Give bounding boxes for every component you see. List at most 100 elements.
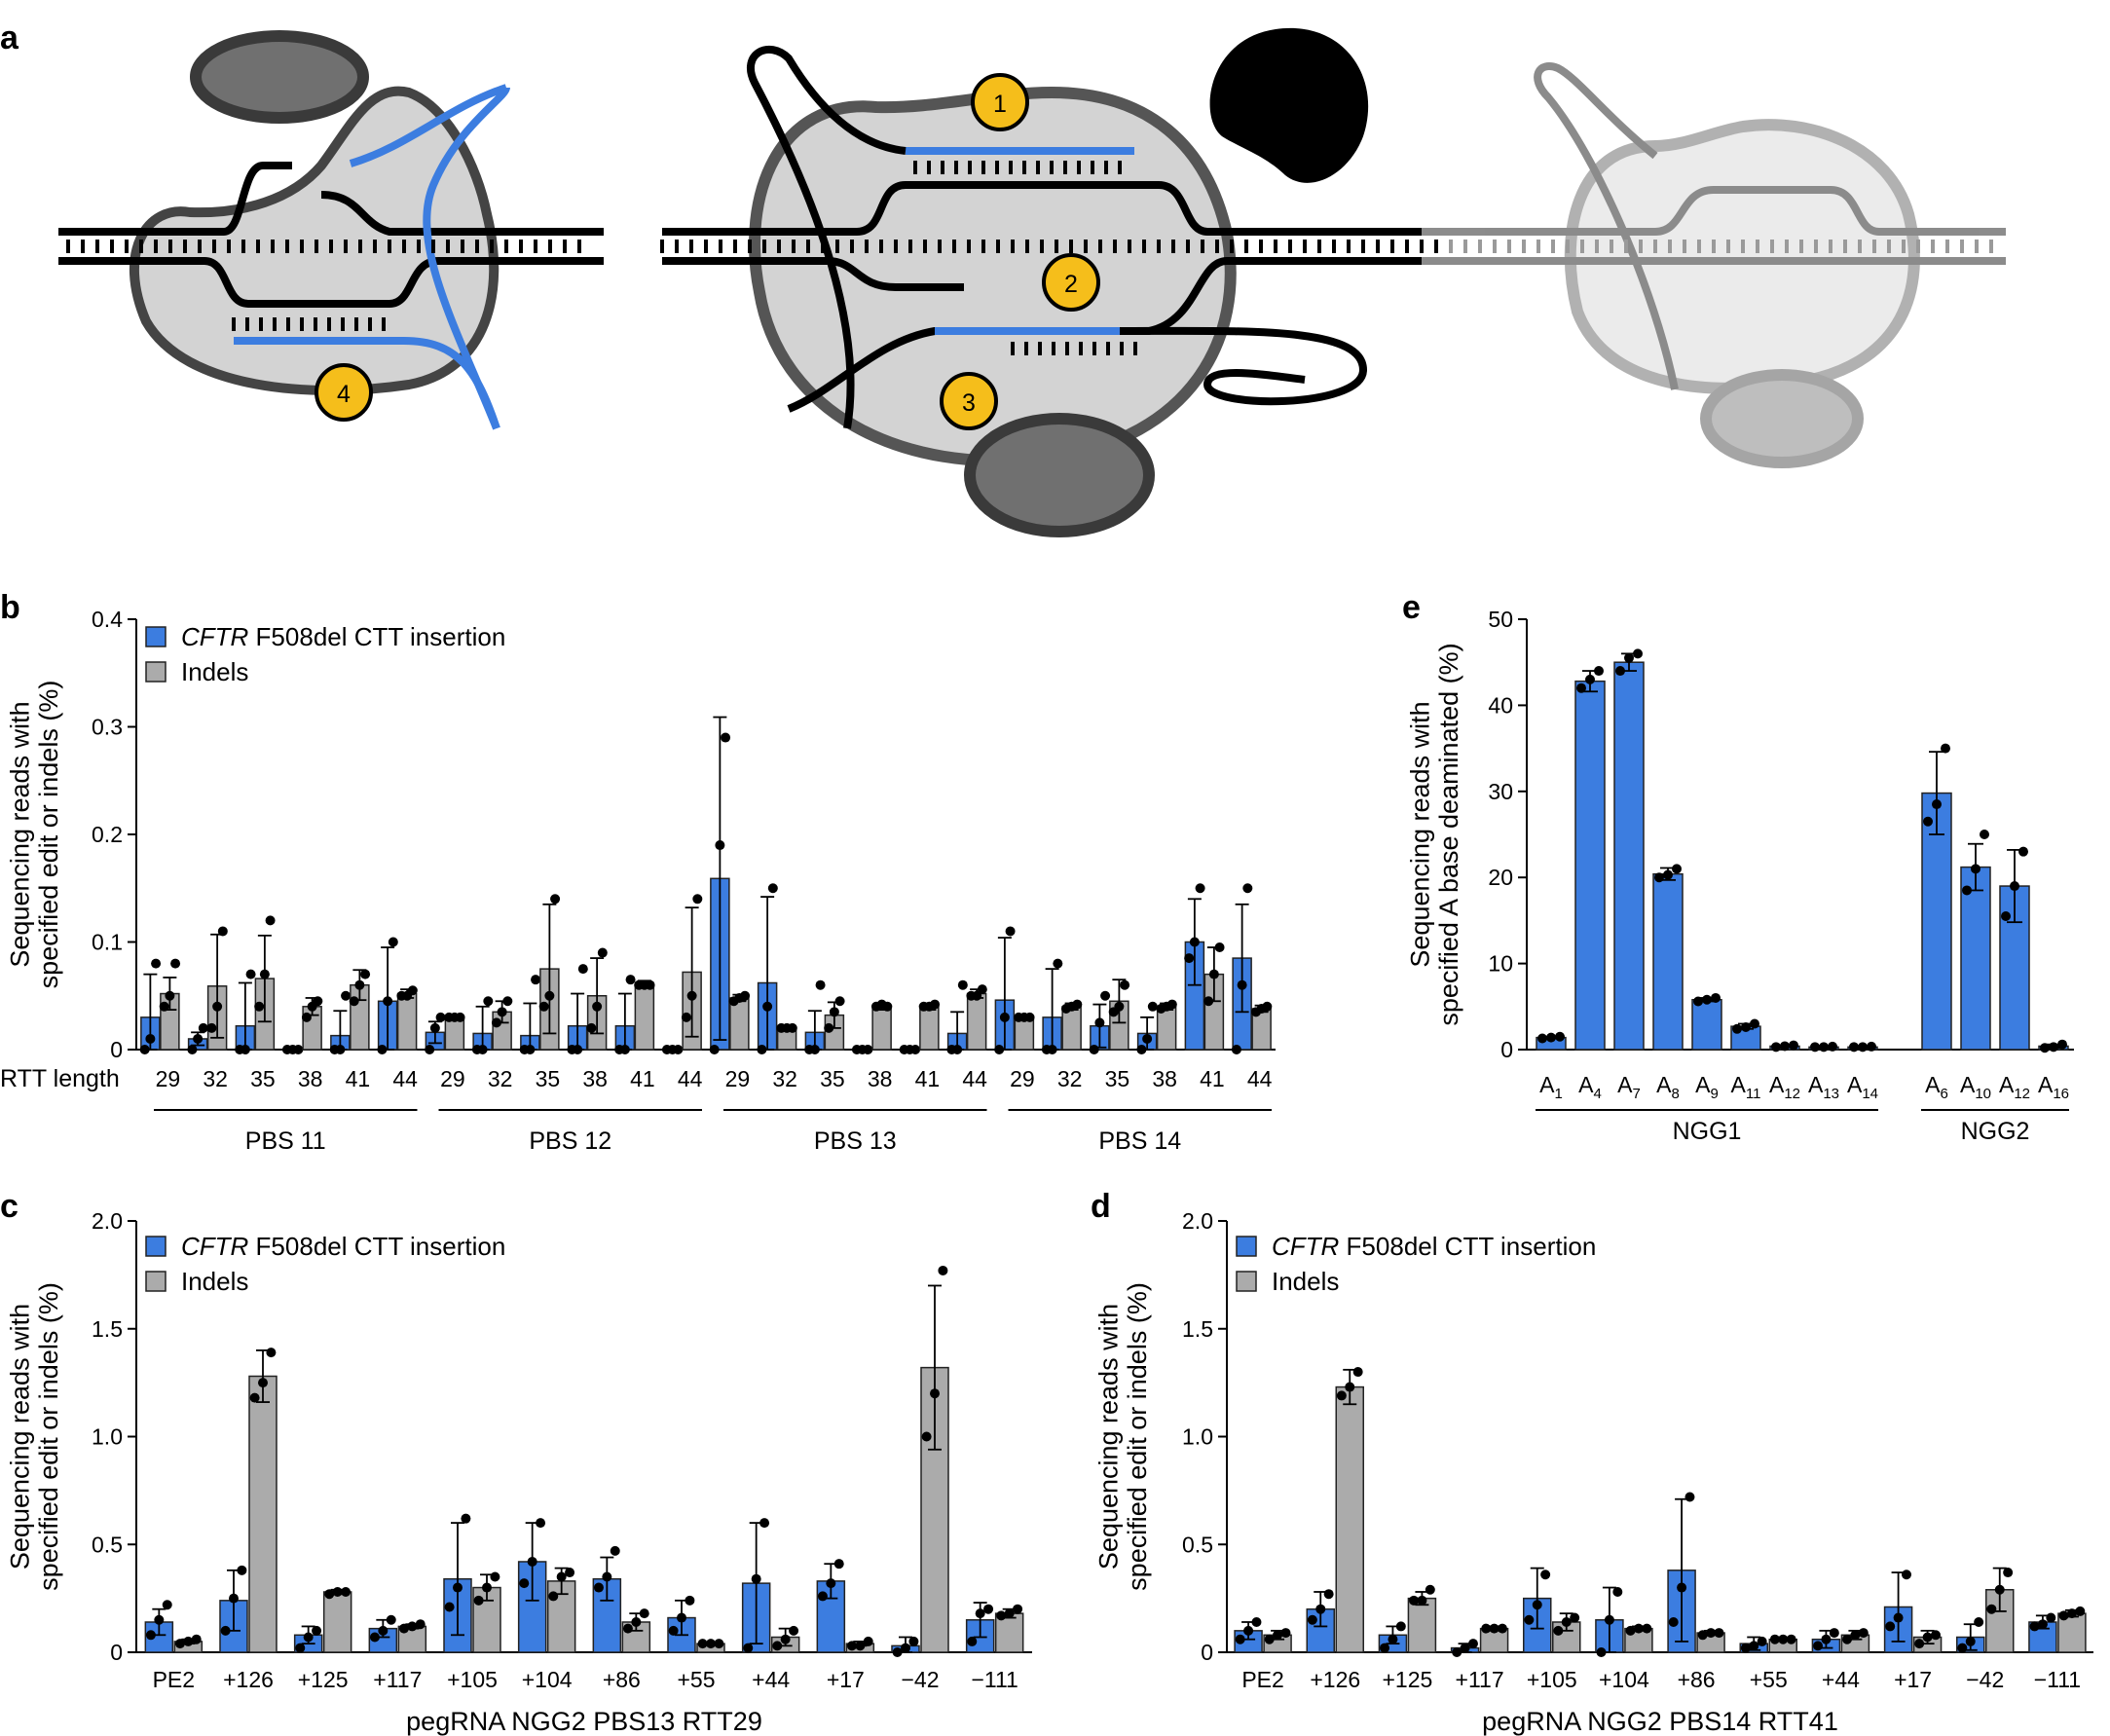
data-point: [2010, 881, 2019, 892]
y-tick-label: 0: [110, 1640, 123, 1665]
bar: [1613, 661, 1645, 1051]
data-point: [245, 969, 256, 979]
data-point: [1740, 1643, 1751, 1653]
data-point: [538, 1001, 549, 1012]
data-point: [249, 1392, 260, 1403]
x-tick-label: 32: [203, 1066, 228, 1091]
y-tick-label: 0.5: [92, 1532, 123, 1557]
data-point: [1195, 883, 1205, 894]
x-tick-label: +17: [827, 1667, 865, 1692]
data-point: [625, 975, 636, 985]
data-point: [938, 1265, 948, 1275]
bar: [919, 1006, 940, 1051]
data-point: [1561, 1616, 1572, 1627]
data-point: [295, 1643, 306, 1653]
data-point: [597, 947, 608, 958]
data-point: [2066, 1608, 2077, 1619]
data-point: [1047, 1045, 1057, 1054]
data-point: [527, 1556, 537, 1567]
data-point: [740, 990, 751, 1001]
data-point: [151, 958, 162, 969]
right-cas9-protein: [1564, 119, 1920, 394]
data-point: [550, 894, 561, 905]
data-point: [1901, 1570, 1911, 1580]
data-point: [1922, 1632, 1933, 1643]
data-point: [983, 1604, 994, 1614]
data-point: [407, 1621, 418, 1632]
y-tick-label: 0: [1500, 1037, 1513, 1062]
x-tick-label: +125: [298, 1667, 349, 1692]
data-point: [354, 979, 365, 990]
y-axis-title-line2: specified edit or indels (%): [34, 1282, 63, 1591]
data-point: [1677, 1582, 1687, 1593]
data-point: [473, 1595, 484, 1606]
y-axis-title-line1: Sequencing reads with: [5, 701, 34, 967]
data-point: [908, 1636, 919, 1646]
data-point: [1235, 1634, 1245, 1644]
center-nicking-domain: [1209, 27, 1369, 183]
bar: [1960, 866, 1991, 1051]
x-tick-label: 35: [250, 1066, 276, 1091]
x-tick-base: A: [1808, 1072, 1824, 1097]
rtt-length-label: RTT length: [0, 1065, 120, 1092]
data-point: [577, 964, 588, 975]
data-point: [1352, 1367, 1363, 1378]
data-point: [1425, 1584, 1435, 1595]
data-point: [341, 1586, 352, 1597]
data-point: [1120, 979, 1130, 990]
data-point: [1024, 1012, 1035, 1022]
data-point: [1570, 1612, 1580, 1623]
y-tick-label: 1.0: [92, 1424, 123, 1450]
legend-label-edit: CFTR F508del CTT insertion: [181, 1232, 505, 1261]
data-point: [1166, 999, 1177, 1010]
schematic-number-2: 2: [1064, 271, 1078, 298]
data-point: [1654, 872, 1664, 883]
data-point: [767, 883, 778, 894]
data-point: [977, 984, 987, 995]
left-dna-top-strand-2: [320, 191, 604, 236]
data-point: [1813, 1641, 1824, 1651]
y-axis-title-line2: specified A base deaminated (%): [1434, 643, 1463, 1025]
data-point: [817, 1591, 828, 1602]
data-point: [592, 1001, 603, 1012]
data-point: [772, 1641, 783, 1651]
data-point: [1828, 1041, 1837, 1052]
legend-label-edit-gene: CFTR: [181, 622, 248, 651]
data-point: [1147, 1001, 1158, 1012]
data-point: [259, 969, 270, 979]
x-tick-label: 32: [488, 1066, 513, 1091]
legend-swatch-indels: [145, 661, 167, 683]
data-point: [1142, 1033, 1153, 1044]
data-point: [1604, 1614, 1614, 1625]
data-point: [565, 1568, 575, 1578]
data-point: [1714, 1628, 1724, 1639]
data-point: [183, 1636, 194, 1646]
panel-letter-d: d: [1091, 1188, 1111, 1225]
x-tick-base: A: [1578, 1072, 1594, 1097]
data-point: [212, 1001, 223, 1012]
data-point: [829, 1007, 839, 1017]
panel-letter-e: e: [1402, 589, 1421, 626]
data-point: [1585, 674, 1595, 684]
data-point: [1684, 1492, 1695, 1502]
data-point: [967, 1636, 978, 1646]
legend-label-edit-gene: CFTR: [1272, 1232, 1339, 1261]
data-point: [444, 1602, 455, 1612]
x-tick-base: A: [1960, 1072, 1976, 1097]
data-point: [957, 979, 968, 990]
data-point: [301, 1012, 312, 1022]
data-point: [645, 979, 655, 990]
y-axis-title: Sequencing reads withspecified edit or i…: [5, 681, 63, 989]
data-point: [996, 1610, 1007, 1621]
legend-label-edit-rest: F508del CTT insertion: [248, 1232, 505, 1261]
legend-label-indels: Indels: [1272, 1267, 1339, 1296]
y-tick-label: 2.0: [92, 1208, 123, 1234]
data-point: [1136, 1045, 1147, 1054]
panel-letter-c: c: [0, 1188, 19, 1225]
schematic-step-3: [940, 372, 998, 430]
data-point: [1208, 969, 1219, 979]
data-point: [303, 1632, 314, 1643]
schematic-number-3: 3: [962, 389, 976, 417]
x-tick-label: A1: [1539, 1072, 1563, 1102]
data-point: [407, 985, 418, 996]
